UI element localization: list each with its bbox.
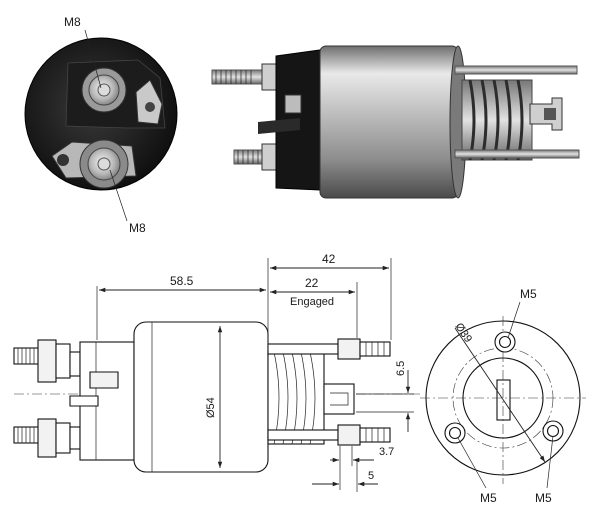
upper-screw-drawing (267, 343, 339, 355)
side-photo (211, 45, 580, 199)
m5-top-label: M5 (520, 287, 537, 301)
bottom-stud-label: M8 (129, 221, 146, 235)
hole-left (444, 422, 466, 444)
solenoid-body-photo (319, 45, 459, 199)
dim-22-label: 22 (305, 276, 319, 290)
lower-screw-drawing (267, 429, 339, 441)
dim-dia54-label: Ø54 (205, 397, 217, 418)
top-stud-label: M8 (64, 15, 81, 29)
plunger-tip-drawing (323, 383, 355, 415)
top-stud-terminal (81, 67, 127, 113)
dim-dia39-line (454, 327, 546, 463)
top-stud-leader (84, 29, 102, 89)
dim-5-label: 5 (368, 470, 374, 482)
dim-37-label: 3.7 (379, 446, 394, 458)
spade-drawing (89, 371, 119, 389)
spade-terminal (135, 79, 163, 125)
side-drawing: 42 58.5 22 Engaged Ø54 6.5 3.7 5 (13, 252, 420, 492)
dim-65-label: 6.5 (395, 361, 407, 376)
dim-engaged-label: Engaged (290, 296, 334, 308)
m5-top-leader (507, 301, 521, 339)
hole-top (494, 331, 516, 353)
end-cap-photo: M8 M8 (24, 15, 178, 235)
terminal-studs-drawing (13, 339, 81, 458)
bottom-stud-leader (109, 169, 128, 222)
dim-42-label: 42 (322, 252, 336, 266)
hole-right (542, 420, 564, 442)
bottom-stud-terminal (51, 139, 137, 189)
m5-right-leader (546, 435, 554, 489)
m5-left-leader (457, 437, 487, 489)
m5-right-label: M5 (535, 491, 552, 505)
dim-58-label: 58.5 (170, 274, 194, 288)
m5-left-label: M5 (480, 491, 497, 505)
end-view-drawing: Ø39 M5 M5 M5 (420, 287, 586, 505)
body-drawing (133, 321, 269, 473)
